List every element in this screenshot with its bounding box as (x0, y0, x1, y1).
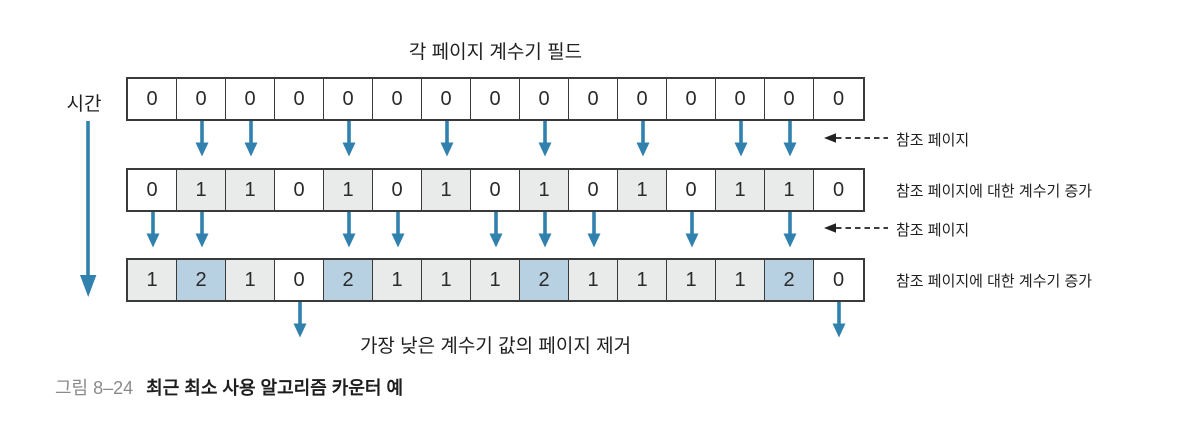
counter-cell: 1 (569, 260, 618, 300)
down-arrow-icon (587, 212, 600, 248)
caption-number: 그림 8–24 (55, 378, 134, 398)
evict-note: 가장 낮은 계수기 값의 페이지 제거 (359, 336, 632, 357)
counter-cell: 2 (177, 260, 226, 300)
figure-title: 각 페이지 계수기 필드 (408, 42, 583, 63)
caption-title: 최근 최소 사용 알고리즘 카운터 예 (146, 378, 404, 398)
down-arrow-icon (538, 212, 551, 248)
counter-cell: 1 (765, 170, 814, 210)
counter-cell: 0 (177, 79, 226, 119)
counter-cell: 1 (324, 170, 373, 210)
down-arrow-icon (636, 121, 649, 157)
down-arrow-icon (489, 212, 502, 248)
counter-cell: 0 (275, 170, 324, 210)
ref-page-label-2: 참조 페이지 (896, 222, 970, 239)
counter-cell: 1 (716, 170, 765, 210)
counter-cell: 0 (667, 170, 716, 210)
down-arrow-icon (342, 212, 355, 248)
counter-cell: 1 (128, 260, 177, 300)
down-arrow-icon (195, 212, 208, 248)
figure-caption: 그림 8–24 최근 최소 사용 알고리즘 카운터 예 (55, 374, 403, 400)
counter-cell: 0 (324, 79, 373, 119)
counter-cell: 0 (128, 170, 177, 210)
down-arrow-icon (685, 212, 698, 248)
counter-cell: 0 (471, 170, 520, 210)
counter-cell: 0 (814, 79, 863, 119)
counter-cell: 1 (667, 260, 716, 300)
reference-arrows-band-2 (128, 212, 863, 248)
counter-cell: 0 (814, 260, 863, 300)
down-arrow-icon (391, 212, 404, 248)
down-arrow-icon (293, 302, 306, 338)
counter-cell: 1 (618, 260, 667, 300)
down-arrow-icon (146, 212, 159, 248)
counter-cell: 0 (128, 79, 177, 119)
time-down-arrow-icon (80, 121, 97, 297)
counter-cell: 1 (422, 170, 471, 210)
counter-cell: 1 (226, 260, 275, 300)
counter-cell: 0 (569, 79, 618, 119)
counter-cell: 1 (226, 170, 275, 210)
down-arrow-icon (783, 212, 796, 248)
counter-cell: 0 (226, 79, 275, 119)
counter-cell: 1 (618, 170, 667, 210)
down-arrow-icon (195, 121, 208, 157)
ref-page-label-1: 참조 페이지 (896, 132, 970, 149)
counter-cell: 0 (569, 170, 618, 210)
time-axis-label: 시간 (66, 94, 102, 115)
counter-cell: 0 (520, 79, 569, 119)
dashed-left-arrow-icon (824, 223, 888, 233)
counter-cell: 1 (716, 260, 765, 300)
reference-arrows-band-1 (128, 121, 863, 157)
counter-cell: 0 (765, 79, 814, 119)
counter-cell: 2 (324, 260, 373, 300)
down-arrow-icon (440, 121, 453, 157)
dashed-left-arrow-icon (824, 133, 888, 143)
counter-cell: 0 (667, 79, 716, 119)
down-arrow-icon (342, 121, 355, 157)
counter-increase-label-2: 참조 페이지에 대한 계수기 증가 (896, 273, 1093, 290)
counter-cell: 0 (275, 260, 324, 300)
down-arrow-icon (244, 121, 257, 157)
down-arrow-icon (538, 121, 551, 157)
counter-cell: 2 (520, 260, 569, 300)
counter-cell: 0 (422, 79, 471, 119)
counter-cell: 2 (765, 260, 814, 300)
counter-cell: 0 (814, 170, 863, 210)
counter-cell: 1 (471, 260, 520, 300)
counter-cell: 0 (373, 79, 422, 119)
counter-cell: 0 (471, 79, 520, 119)
counter-cell: 1 (422, 260, 471, 300)
counter-increase-label-1: 참조 페이지에 대한 계수기 증가 (896, 183, 1093, 200)
counter-cell: 0 (716, 79, 765, 119)
counter-cell: 1 (520, 170, 569, 210)
counter-cell: 0 (275, 79, 324, 119)
counter-cell: 1 (373, 260, 422, 300)
down-arrow-icon (832, 302, 845, 338)
down-arrow-icon (734, 121, 747, 157)
counter-cell: 1 (177, 170, 226, 210)
counter-cell: 0 (373, 170, 422, 210)
down-arrow-icon (783, 121, 796, 157)
evict-arrows-band (128, 302, 863, 338)
counter-cell: 0 (618, 79, 667, 119)
